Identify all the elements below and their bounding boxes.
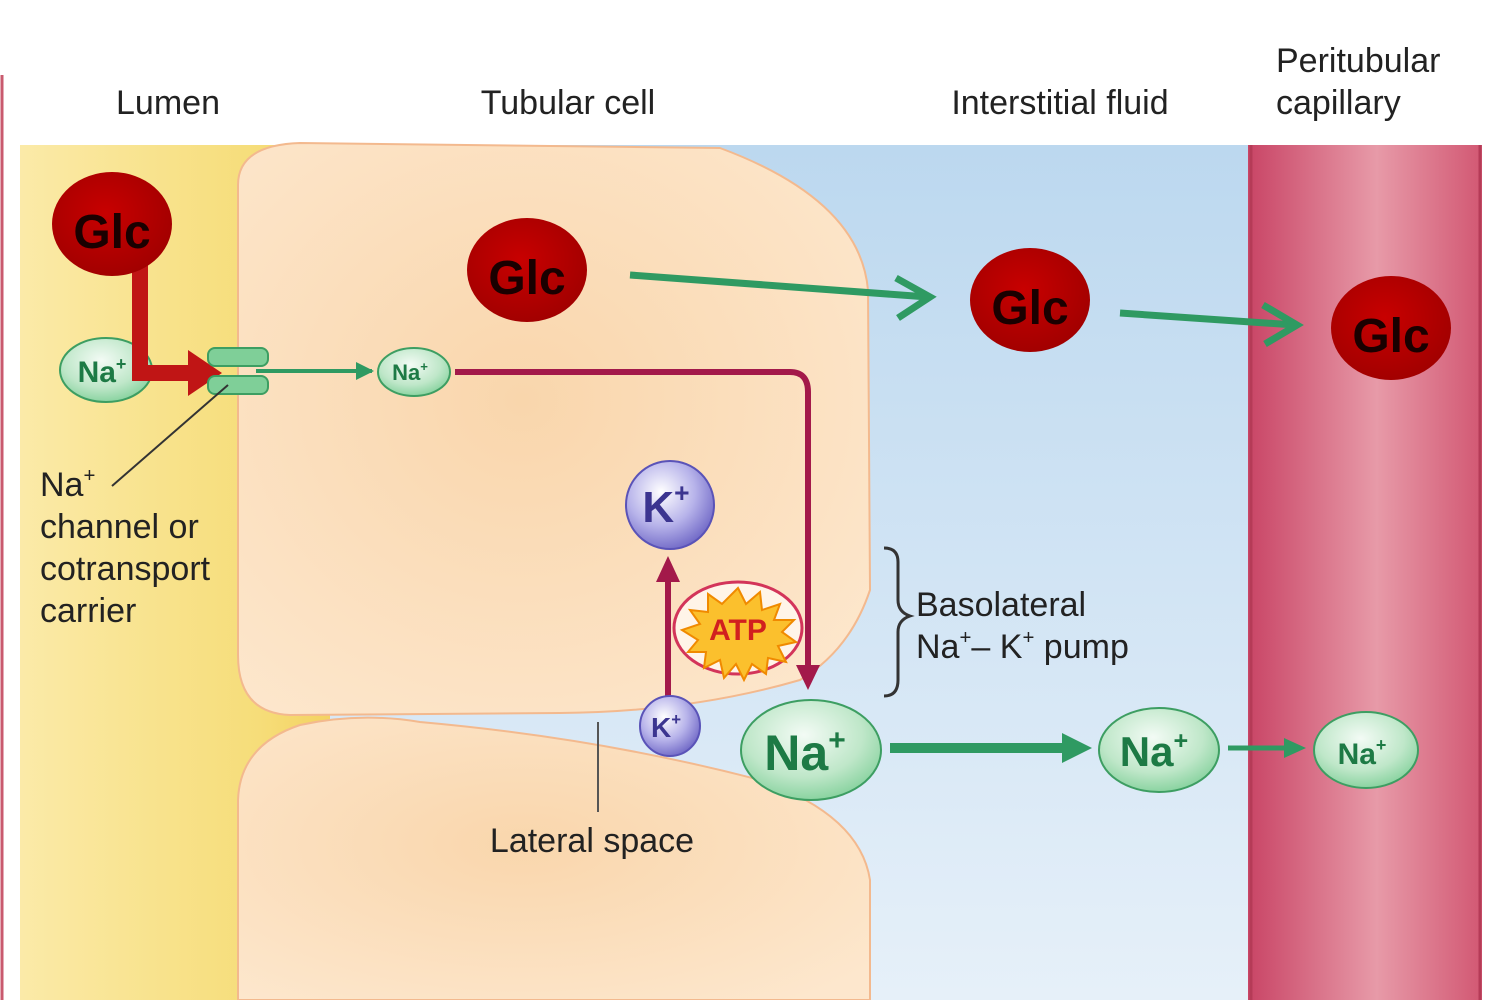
channel-label-sup: +	[83, 465, 95, 487]
pump-label-pump: pump	[1034, 628, 1129, 666]
glc-cotransport-arrow-overlay	[132, 330, 196, 381]
k-up-arrowhead	[656, 556, 680, 582]
svg-text:Na+: Na+	[764, 724, 845, 781]
pump-label-sup1: +	[959, 627, 971, 649]
glc-interstitial-label: Glc	[991, 282, 1068, 335]
header-peritubular: Peritubular	[1276, 42, 1440, 80]
na-lumen-label: Na	[78, 356, 117, 389]
atp-starburst	[679, 586, 799, 683]
header-interstitial-fluid: Interstitial fluid	[951, 84, 1168, 122]
tubular-cell-lower	[237, 716, 871, 1000]
glc-cell-label: Glc	[488, 252, 565, 305]
na-cell-sup: +	[420, 359, 428, 374]
na-lumen: Na+	[59, 337, 153, 403]
header-capillary: capillary	[1276, 84, 1401, 122]
na-capillary-label: Na	[1338, 738, 1377, 771]
na-lateral-sup: +	[828, 724, 846, 757]
na-cell-small: Na+	[377, 347, 451, 397]
k-lateral-sup: +	[671, 710, 681, 729]
k-cell: K+	[625, 460, 715, 550]
channel-leader-line	[111, 384, 229, 487]
lateral-space-label: Lateral space	[490, 822, 694, 860]
svg-text:Na+: Na+	[392, 359, 428, 385]
channel-label-line3: cotransport	[40, 550, 211, 588]
k-lateral: K+	[639, 695, 701, 757]
channel-label-line4: carrier	[40, 592, 136, 630]
k-lateral-label: K	[651, 712, 671, 743]
na-capillary-sup: +	[1376, 735, 1387, 755]
glc-lumen: Glc	[52, 172, 172, 276]
channel-label-line1: Na+	[40, 465, 95, 504]
channel-label-na: Na	[40, 466, 84, 504]
na-interstitial: Na+	[1098, 707, 1220, 793]
pump-brace	[883, 546, 915, 698]
na-to-capillary-arrowhead	[1284, 738, 1306, 758]
glc-cotransport-arrowhead	[188, 350, 222, 396]
header-lumen: Lumen	[116, 84, 220, 122]
tubular-cell-upper	[237, 141, 872, 717]
glc-cell: Glc	[467, 218, 587, 322]
glc-arrowhead-2	[1261, 301, 1304, 348]
glc-arrow-cell-to-interstitial	[629, 271, 929, 301]
glc-arrow-to-capillary	[1119, 309, 1296, 329]
pump-label-na: Na	[916, 628, 960, 666]
na-entry-arrowhead	[356, 362, 374, 380]
svg-text:Na+: Na+	[78, 354, 127, 389]
atp-pump: ATP	[672, 580, 804, 683]
svg-text:Na+: Na+	[1120, 727, 1188, 775]
na-cell-label: Na	[392, 360, 421, 385]
svg-text:K+: K+	[642, 478, 689, 532]
pump-label-line2: Na+– K+ pump	[916, 627, 1129, 666]
na-capillary: Na+	[1313, 711, 1419, 789]
header-tubular-cell: Tubular cell	[481, 84, 655, 122]
glc-interstitial: Glc	[970, 248, 1090, 352]
peritubular-capillary	[1248, 145, 1482, 1000]
svg-text:Na+: Na+	[1338, 735, 1387, 771]
na-to-interstitial-arrowhead	[1062, 733, 1092, 763]
atp-label: ATP	[709, 614, 767, 647]
channel-label-line2: channel or	[40, 508, 199, 546]
glc-capillary: Glc	[1331, 276, 1451, 380]
k-cell-label: K	[642, 483, 674, 532]
na-lumen-sup: +	[116, 354, 127, 374]
glc-capillary-label: Glc	[1352, 310, 1429, 363]
na-lateral-label: Na	[764, 725, 829, 781]
pump-label-k: – K	[971, 628, 1022, 666]
pump-label-line1: Basolateral	[916, 586, 1086, 624]
svg-text:K+: K+	[651, 710, 681, 743]
na-to-pump-arrow	[455, 369, 811, 672]
pump-label-sup2: +	[1022, 627, 1034, 649]
na-interstitial-sup: +	[1173, 727, 1188, 755]
na-to-pump-arrowhead	[796, 665, 820, 690]
glc-arrowhead-1	[894, 274, 937, 321]
na-interstitial-label: Na	[1120, 728, 1174, 775]
glc-lumen-label: Glc	[73, 206, 150, 259]
na-lateral-space: Na+	[740, 699, 882, 801]
k-cell-sup: +	[674, 478, 689, 508]
